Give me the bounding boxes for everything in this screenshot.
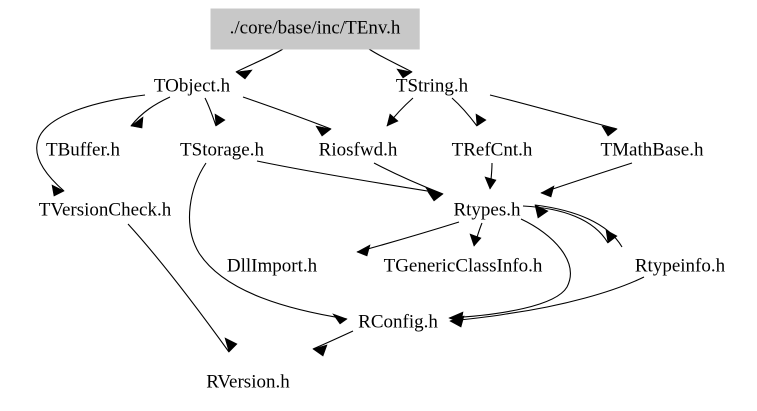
- node-rversion[interactable]: RVersion.h: [206, 371, 290, 393]
- node-tstring[interactable]: TString.h: [395, 75, 469, 97]
- edge-tversion-to-rversion: [127, 223, 238, 353]
- arrowhead: [315, 125, 332, 137]
- node-rtypeinfo[interactable]: Rtypeinfo.h: [634, 255, 726, 277]
- edge-rtypes-to-dllimport: [356, 221, 460, 257]
- arrowhead: [601, 125, 618, 137]
- node-trefcnt[interactable]: TRefCnt.h: [451, 139, 533, 161]
- arrowhead: [356, 244, 371, 257]
- edge-rtypeinfo-to-rtypes: [534, 204, 623, 248]
- edge-tobject-to-riosfwd: [242, 96, 332, 137]
- edge-rtypeinfo-to-rconfig: [449, 276, 645, 328]
- edge-tstorage-to-rtypes: [256, 160, 441, 199]
- edge-tobject-to-tversion: [36, 94, 146, 197]
- node-rconfig[interactable]: RConfig.h: [358, 311, 438, 333]
- edge-tstorage-to-rconfig: [189, 162, 348, 325]
- edge-tstring-to-riosfwd: [386, 97, 414, 127]
- edge-tstring-to-trefcnt: [451, 97, 487, 127]
- arrowhead: [425, 187, 441, 199]
- edge-rtypes-to-rtypeinfo: [522, 205, 618, 244]
- edge-rtypes-to-tgeneric: [469, 222, 483, 247]
- arrowhead: [224, 337, 238, 353]
- arrowhead: [605, 229, 618, 244]
- node-tbuffer[interactable]: TBuffer.h: [45, 139, 121, 161]
- node-dllimport[interactable]: DllImport.h: [226, 255, 318, 277]
- arrowhead: [540, 185, 555, 198]
- node-tmathbase[interactable]: TMathBase.h: [600, 139, 704, 161]
- node-tversion[interactable]: TVersionCheck.h: [38, 199, 172, 221]
- edge-tenv-to-tobject: [235, 48, 284, 80]
- edge-tenv-to-tstring: [368, 48, 413, 79]
- edge-tstring-to-tmathbase: [489, 94, 618, 137]
- edge-tobject-to-tstorage: [204, 97, 226, 127]
- arrowhead: [534, 204, 549, 219]
- edge-trefcnt-to-rtypes: [484, 162, 497, 190]
- arrowhead: [332, 313, 348, 325]
- arrowhead: [214, 113, 226, 127]
- node-tobject[interactable]: TObject.h: [153, 75, 231, 97]
- edge-rconfig-to-rversion: [312, 330, 354, 357]
- arrowhead: [469, 233, 482, 247]
- arrowhead: [130, 116, 144, 129]
- arrowhead: [386, 113, 399, 127]
- edge-tobject-to-tbuffer: [130, 96, 171, 129]
- arrowhead: [312, 344, 328, 357]
- edge-tmathbase-to-rtypes: [540, 162, 633, 198]
- arrowhead: [235, 69, 253, 80]
- arrowhead: [51, 184, 65, 197]
- node-tgeneric[interactable]: TGenericClassInfo.h: [383, 255, 543, 277]
- node-tstorage[interactable]: TStorage.h: [180, 139, 264, 161]
- node-tenv[interactable]: ./core/base/inc/TEnv.h: [210, 8, 420, 50]
- arrowhead: [475, 113, 487, 127]
- arrowhead: [484, 176, 497, 190]
- node-riosfwd[interactable]: Riosfwd.h: [318, 139, 398, 161]
- node-rtypes[interactable]: Rtypes.h: [453, 199, 521, 221]
- arrowhead: [449, 315, 465, 328]
- arrowhead: [396, 68, 413, 79]
